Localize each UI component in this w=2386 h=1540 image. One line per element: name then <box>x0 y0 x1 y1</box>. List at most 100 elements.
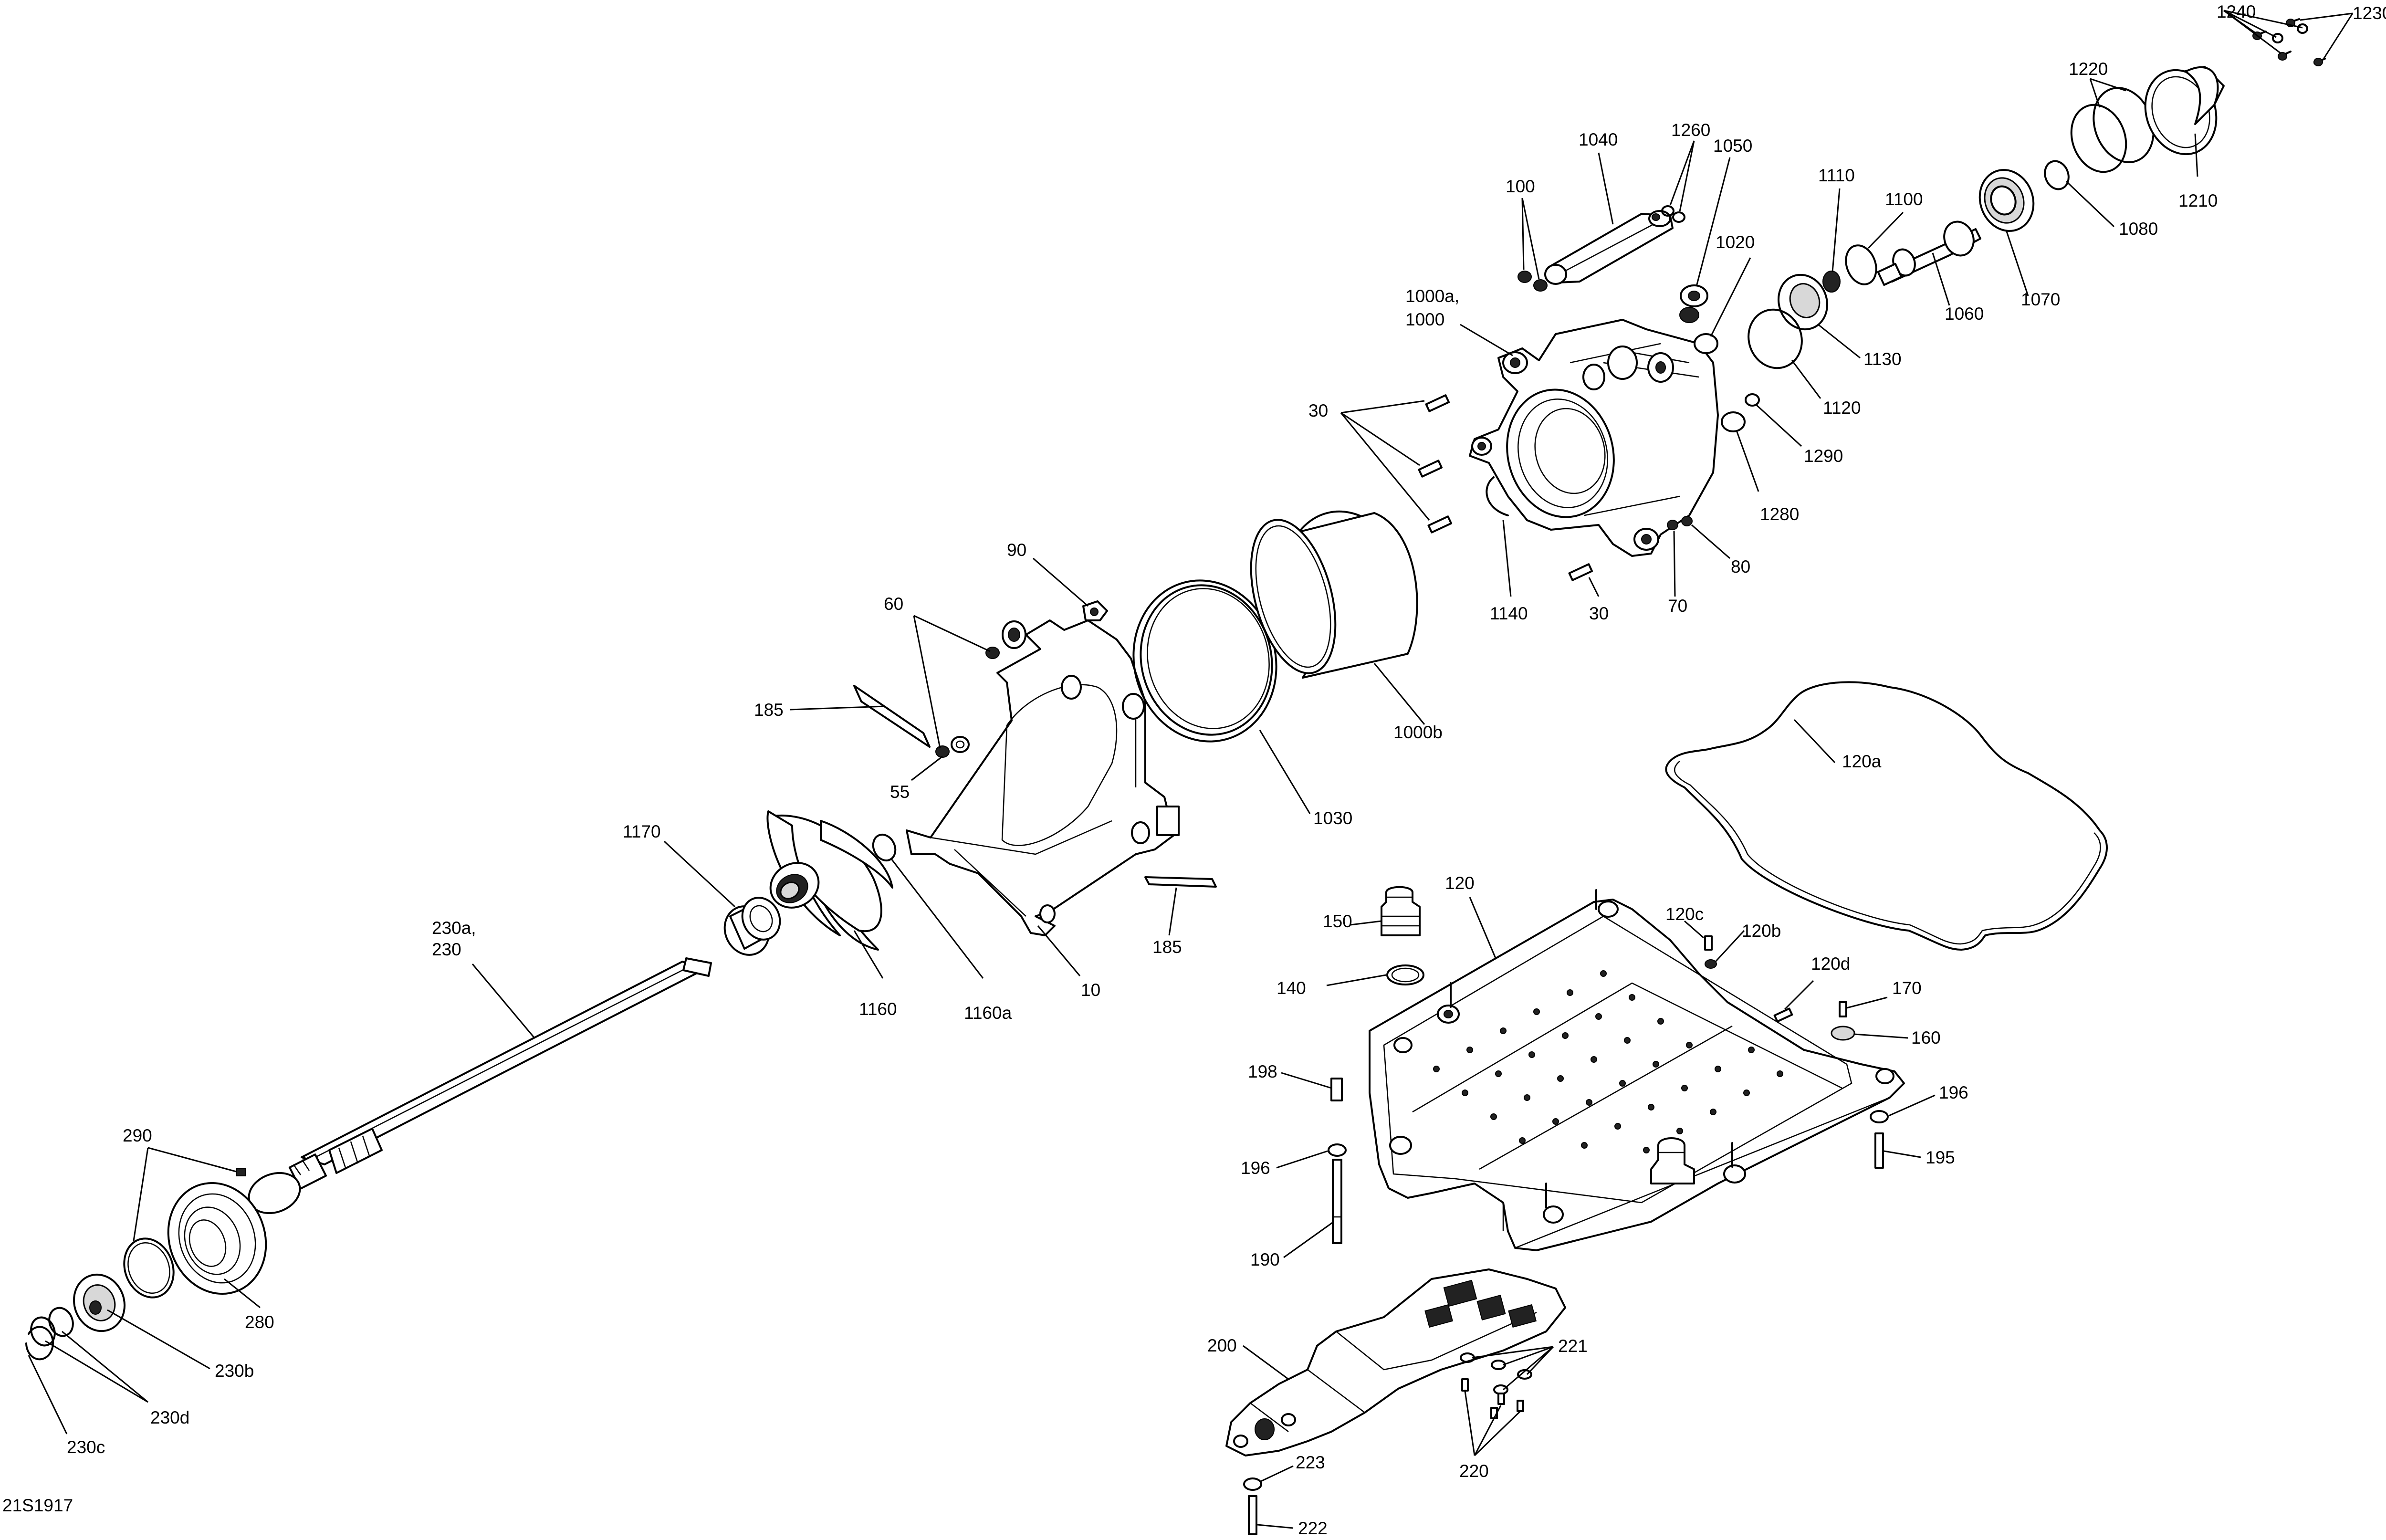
callout-70: 70 <box>1668 596 1687 616</box>
o-ring-140-inner <box>1391 967 1420 983</box>
callout-196-right: 196 <box>1939 1083 1968 1102</box>
gasket-1280 <box>1721 411 1746 432</box>
support-1040 <box>1544 210 1674 285</box>
callout-1100: 1100 <box>1885 189 1923 209</box>
callout-230d: 230d <box>150 1408 189 1427</box>
callout-1240: 1240 <box>2217 2 2256 21</box>
callout-1170: 1170 <box>623 822 661 841</box>
callout-160: 160 <box>1911 1028 1941 1048</box>
gasket-120a <box>1665 681 2108 951</box>
callout-1120: 1120 <box>1823 398 1861 418</box>
callout-120: 120 <box>1445 873 1475 893</box>
callout-1230: 1230 <box>2353 3 2386 23</box>
washer-160 <box>1831 1026 1855 1041</box>
ride-plate-holes <box>1433 970 1783 1153</box>
circlip-1140 <box>1486 476 1509 516</box>
callout-80: 80 <box>1731 557 1750 576</box>
washer-196-right <box>1870 1110 1889 1123</box>
o-ring-1160a <box>872 833 897 862</box>
screws-1230-1240 <box>2252 18 2326 66</box>
wear-ring-1170 <box>723 897 781 956</box>
fitting-150 <box>1381 886 1421 936</box>
callout-230a-line1: 230a, <box>432 918 476 938</box>
callout-230c: 230c <box>67 1437 105 1457</box>
callout-185-lower: 185 <box>1152 937 1182 957</box>
callout-55: 55 <box>890 782 910 802</box>
callout-1210: 1210 <box>2178 191 2218 210</box>
o-ring-1220-a <box>2070 104 2127 173</box>
boot-assembly <box>25 1168 301 1361</box>
callout-1130: 1130 <box>1863 349 1902 369</box>
callout-1110: 1110 <box>1818 166 1855 185</box>
part-1020 <box>1694 333 1718 354</box>
callout-60: 60 <box>884 594 903 614</box>
o-ring-1100 <box>1845 244 1877 285</box>
callout-220: 220 <box>1459 1461 1489 1481</box>
callout-120b: 120b <box>1742 921 1781 941</box>
callout-1290: 1290 <box>1804 446 1843 466</box>
ride-plate-120 <box>1369 889 1905 1251</box>
callout-1060: 1060 <box>1945 304 1984 324</box>
shim-185-upper <box>853 685 931 748</box>
impeller <box>766 810 893 951</box>
callout-10: 10 <box>1081 980 1100 1000</box>
bolt-100-a <box>1517 271 1532 283</box>
screw-170 <box>1839 1001 1847 1017</box>
reference-code: 21S1917 <box>2 1496 73 1515</box>
callout-90: 90 <box>1007 540 1026 560</box>
callout-1070: 1070 <box>2021 290 2060 309</box>
bolt-190 <box>1332 1159 1342 1244</box>
callout-1140: 1140 <box>1490 604 1528 623</box>
callout-198: 198 <box>1248 1062 1277 1081</box>
plug-1050 <box>1679 284 1708 323</box>
callout-1160a: 1160a <box>964 1003 1012 1023</box>
shaft-1060 <box>1877 220 1981 286</box>
callout-221: 221 <box>1558 1336 1588 1356</box>
gasket-120a-inner <box>1674 761 2101 945</box>
bolt-222 <box>1248 1495 1257 1535</box>
bolt-195 <box>1874 1132 1884 1169</box>
callout-1280: 1280 <box>1760 504 1799 524</box>
shim-185-lower <box>1144 876 1217 888</box>
callout-1000b: 1000b <box>1393 723 1443 742</box>
washer-120b <box>1705 959 1717 969</box>
studs-30 <box>1418 394 1593 581</box>
pump-housing-10 <box>906 619 1180 936</box>
fasteners-60-55-90 <box>935 600 1108 758</box>
screw-1290 <box>1745 393 1760 407</box>
fasteners-220-221 <box>1460 1352 1532 1419</box>
callout-1080: 1080 <box>2119 219 2158 239</box>
callout-200: 200 <box>1207 1336 1237 1355</box>
callout-1160: 1160 <box>859 999 897 1019</box>
stator-housing-1000 <box>1469 319 1719 557</box>
screw-120c <box>1704 935 1713 951</box>
callout-1040: 1040 <box>1579 130 1618 149</box>
callout-1030: 1030 <box>1313 808 1352 828</box>
callout-30-lower: 30 <box>1589 604 1609 623</box>
intake-grate-200 <box>1225 1268 1566 1456</box>
callout-100: 100 <box>1506 177 1535 196</box>
cap-1210 <box>2144 66 2225 156</box>
wear-ring-1000b <box>1250 510 1418 679</box>
callout-195: 195 <box>1926 1148 1955 1167</box>
callout-140: 140 <box>1277 978 1306 998</box>
callout-222: 222 <box>1298 1519 1328 1538</box>
callout-120d: 120d <box>1811 954 1850 974</box>
o-ring-1260-b <box>1672 211 1685 223</box>
screw-120d <box>1773 1007 1793 1023</box>
callout-30-upper: 30 <box>1308 401 1328 420</box>
washer-196-left <box>1328 1143 1347 1157</box>
callout-170: 170 <box>1892 978 1922 998</box>
callout-230a-line2: 230 <box>432 940 461 959</box>
callout-196-left: 196 <box>1241 1158 1270 1178</box>
callout-120a: 120a <box>1842 752 1882 771</box>
callout-1220: 1220 <box>2069 59 2108 79</box>
spacer-1080 <box>2044 160 2070 190</box>
callout-1050: 1050 <box>1713 136 1752 156</box>
nut-80 <box>1681 516 1693 526</box>
callout-190: 190 <box>1250 1250 1280 1269</box>
washer-223 <box>1243 1477 1262 1491</box>
callout-1260: 1260 <box>1671 120 1710 140</box>
